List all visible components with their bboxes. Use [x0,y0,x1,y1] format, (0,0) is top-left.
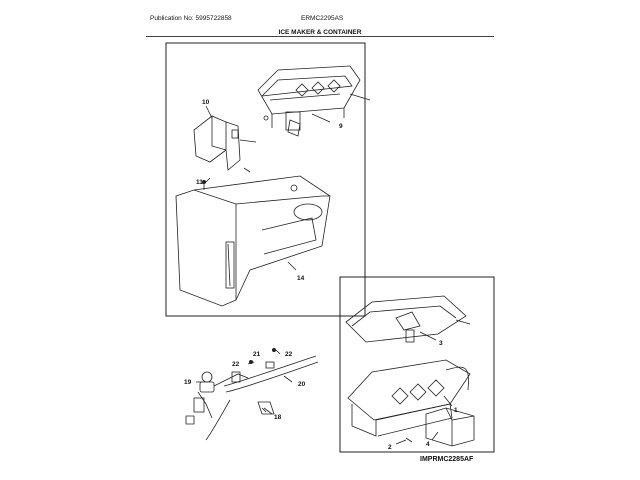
leader-line [247,361,255,365]
callout-4: 4 [426,441,430,448]
ice-maker-inset-drawing [347,359,471,437]
callout-22-left: 22 [232,361,240,368]
callout-9: 9 [339,123,343,130]
main-assembly-frame [165,42,366,317]
leader-line [275,349,281,355]
cover-drawing [345,295,471,343]
ice-maker-drawing [257,65,371,137]
callout-1: 1 [454,407,458,414]
inset-frame [339,276,495,453]
fill-tube-drawing [205,355,319,441]
leader-line [263,407,273,415]
model-number: ERMC2295AS [301,15,344,22]
leader-line [311,113,331,123]
control-module-drawing [425,407,475,447]
leader-line [205,105,213,119]
callout-14: 14 [297,275,305,282]
callout-2: 2 [388,444,392,451]
leader-line [431,431,439,441]
leader-line [283,375,293,383]
screw-inset-drawing [405,437,413,443]
header-rule [146,36,494,37]
leader-line [205,177,211,183]
leader-line [287,261,297,271]
callout-3: 3 [439,340,443,347]
ice-container-drawing [175,175,331,307]
callout-20: 20 [298,381,306,388]
callout-19: 19 [184,379,192,386]
leader-line [443,395,453,407]
section-title: ICE MAKER & CONTAINER [278,29,362,36]
clamp-drawing [248,347,276,415]
leader-line [395,439,407,445]
figure-id: IMPRMC2285AF [420,456,474,463]
callout-11: 11 [196,179,203,186]
leader-line [419,331,437,341]
callout-21: 21 [253,351,261,358]
bracket-drawing [193,115,257,173]
publication-number: Publication No: 5995722858 [150,15,232,22]
callout-22-right: 22 [285,351,293,358]
callout-10: 10 [202,99,210,106]
water-valve-drawing [185,371,249,425]
callout-18: 18 [274,414,282,421]
